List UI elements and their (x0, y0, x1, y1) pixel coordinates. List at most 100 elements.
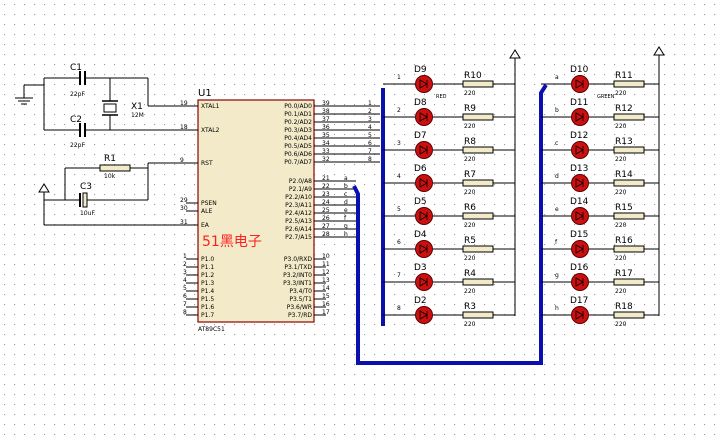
mcu-pin-number: 11 (322, 261, 330, 268)
resistor-value: 220 (615, 123, 627, 130)
led-ref: D15 (570, 230, 588, 240)
led-diode-symbol (575, 244, 584, 254)
led-d9[interactable]: D9 (414, 65, 433, 93)
resistor-ref: R17 (615, 269, 633, 279)
mcu-pin-name: P0.6/AD6 (284, 151, 312, 158)
mcu-pin-name: P1.4 (201, 288, 214, 295)
crystal-x1[interactable]: X1 12M (102, 78, 144, 130)
bus-net-label: a (344, 175, 348, 182)
mcu-pin-number: 2 (183, 261, 187, 268)
led-body (415, 240, 433, 258)
led-body (415, 273, 433, 291)
resistor-ref: R9 (464, 104, 476, 114)
bus-net-label: 7 (368, 148, 372, 155)
led-d5[interactable]: D5 (414, 197, 433, 225)
resistor-value: 220 (464, 156, 476, 163)
bus-net-label: 1 (368, 100, 372, 107)
row-net-label: h (555, 305, 559, 312)
p2-bus (352, 83, 548, 365)
mcu-pin-name: P2.1/A9 (289, 186, 312, 193)
led-d3[interactable]: D3 (414, 263, 433, 291)
mcu-pin-number: 26 (322, 215, 330, 222)
mcu-pin-name: XTAL1 (201, 103, 220, 110)
resistor-body (613, 278, 645, 286)
led-diode-symbol (419, 145, 428, 155)
mcu-pin-name: P2.4/A12 (285, 210, 312, 217)
bus-net-label: 3 (368, 116, 372, 123)
led-d8[interactable]: D8 (414, 98, 433, 126)
bus-net-label: 6 (368, 140, 372, 147)
mcu-pin-number: 22 (322, 183, 330, 190)
led-d10[interactable]: D10 (570, 65, 589, 93)
led-d2[interactable]: D2 (414, 296, 433, 324)
capacitor-c1[interactable]: C1 22pF (44, 63, 148, 98)
mcu-pin-name: P3.1/TXD (284, 264, 312, 271)
led-d14[interactable]: D14 (570, 197, 589, 225)
led-d15[interactable]: D15 (570, 230, 589, 258)
resistor-ref: R12 (615, 104, 633, 114)
led-body (415, 306, 433, 324)
power-terminal (38, 183, 50, 200)
led-d13[interactable]: D13 (570, 164, 589, 192)
resistor-value: 220 (464, 321, 476, 328)
mcu-pin-name: PSEN (201, 200, 217, 207)
red-color-label: RED (436, 94, 447, 100)
mcu-pin-name: P1.3 (201, 280, 214, 287)
mcu-pin-name: XTAL2 (201, 127, 220, 134)
led-d4[interactable]: D4 (414, 230, 433, 258)
mcu-pin-name: P3.5/T1 (289, 296, 312, 303)
vcc-terminal-red (509, 49, 521, 316)
mcu-pin-name: P3.3/INT1 (283, 280, 312, 287)
mcu-pin-name: P1.6 (201, 304, 214, 311)
led-d6[interactable]: D6 (414, 164, 433, 192)
resistor-value: 220 (464, 123, 476, 130)
resistor-value: 220 (615, 288, 627, 295)
led-diode-symbol (419, 79, 428, 89)
resistor-value: 220 (464, 288, 476, 295)
reset-circuit: R1 10k C3 10uF (38, 154, 198, 226)
led-ref: D11 (570, 98, 588, 108)
led-d12[interactable]: D12 (570, 131, 589, 159)
capacitor-c3[interactable]: C3 10uF (79, 182, 106, 217)
resistor-ref: R15 (615, 203, 633, 213)
resistor-value: 220 (615, 222, 627, 229)
bus-net-label: g (344, 223, 348, 230)
mcu-pin-name: P1.2 (201, 272, 214, 279)
led-diode-symbol (575, 178, 584, 188)
bus-net-label: e (344, 207, 348, 214)
c3-ref: C3 (80, 182, 92, 192)
row-net-label: b (555, 107, 559, 114)
led-diode-symbol (419, 310, 428, 320)
mcu-pin-name: P1.0 (201, 256, 214, 263)
resistor-ref: R7 (464, 170, 476, 180)
mcu-pin-number: 8 (183, 309, 187, 316)
led-d11[interactable]: D11 (570, 98, 589, 126)
dynamic-elements: 1D9R102202D8R92203D7R82204D6R72205D5R622… (383, 65, 659, 328)
mcu-pin-number: 16 (322, 301, 330, 308)
mcu-pin-number: 27 (322, 223, 330, 230)
resistor-value: 220 (464, 222, 476, 229)
led-diode-symbol (575, 79, 584, 89)
bus-net-label: 2 (368, 108, 372, 115)
mcu-pin-number: 1 (183, 253, 187, 260)
mcu-body (197, 99, 315, 323)
led-ref: D17 (570, 296, 588, 306)
led-ref: D4 (414, 230, 427, 240)
led-diode-symbol (575, 277, 584, 287)
led-ref: D9 (414, 65, 427, 75)
row-net-label: 3 (397, 140, 401, 147)
resistor-value: 220 (615, 90, 627, 97)
led-body (571, 141, 589, 159)
mcu-pin-name: P3.4/T0 (289, 288, 312, 295)
led-d16[interactable]: D16 (570, 263, 589, 291)
led-d7[interactable]: D7 (414, 131, 433, 159)
capacitor-c2[interactable]: C2 22pF (44, 115, 178, 149)
row-net-label: 4 (397, 173, 401, 180)
led-d17[interactable]: D17 (570, 296, 589, 324)
row-net-label: d (555, 173, 559, 180)
